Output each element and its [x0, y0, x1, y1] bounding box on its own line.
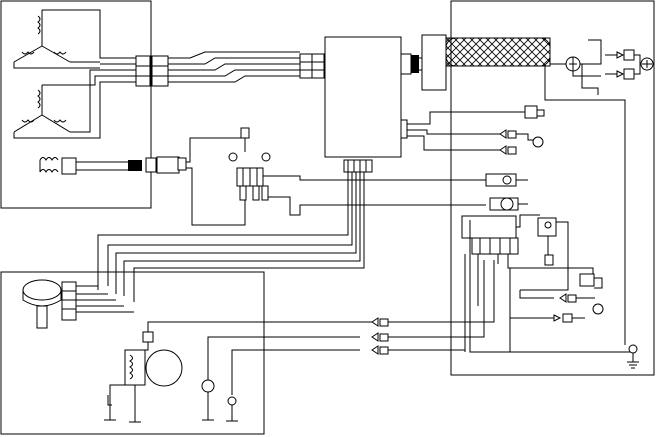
- stator-coil-upper: [13, 9, 136, 69]
- spark-plug-switch: [544, 39, 654, 345]
- pulser-coil: [39, 156, 180, 175]
- engine-harness-connectors: [147, 317, 465, 395]
- main-switch: [177, 127, 486, 226]
- engine-motor: [22, 279, 134, 329]
- ground-terminals: [201, 379, 238, 422]
- right-lower-switches: [510, 273, 604, 323]
- cdi-bus-wires: [97, 172, 365, 302]
- cdi-unit: [299, 36, 525, 173]
- stator-connector: [135, 51, 300, 87]
- engine-enclosure: [0, 271, 265, 435]
- handlebar-enclosure: [450, 0, 655, 376]
- handlebar-trunk: [398, 220, 639, 369]
- regulator-rectifier: [461, 214, 594, 306]
- handlebar-switch-upper: [499, 105, 545, 155]
- stator-enclosure: [0, 0, 152, 209]
- thermo-sensor: [520, 217, 569, 291]
- right-switch-pair: [485, 173, 528, 211]
- stator-coil-lower: [13, 63, 136, 139]
- ignition-coil: [400, 34, 551, 91]
- charging-coil: [104, 331, 183, 423]
